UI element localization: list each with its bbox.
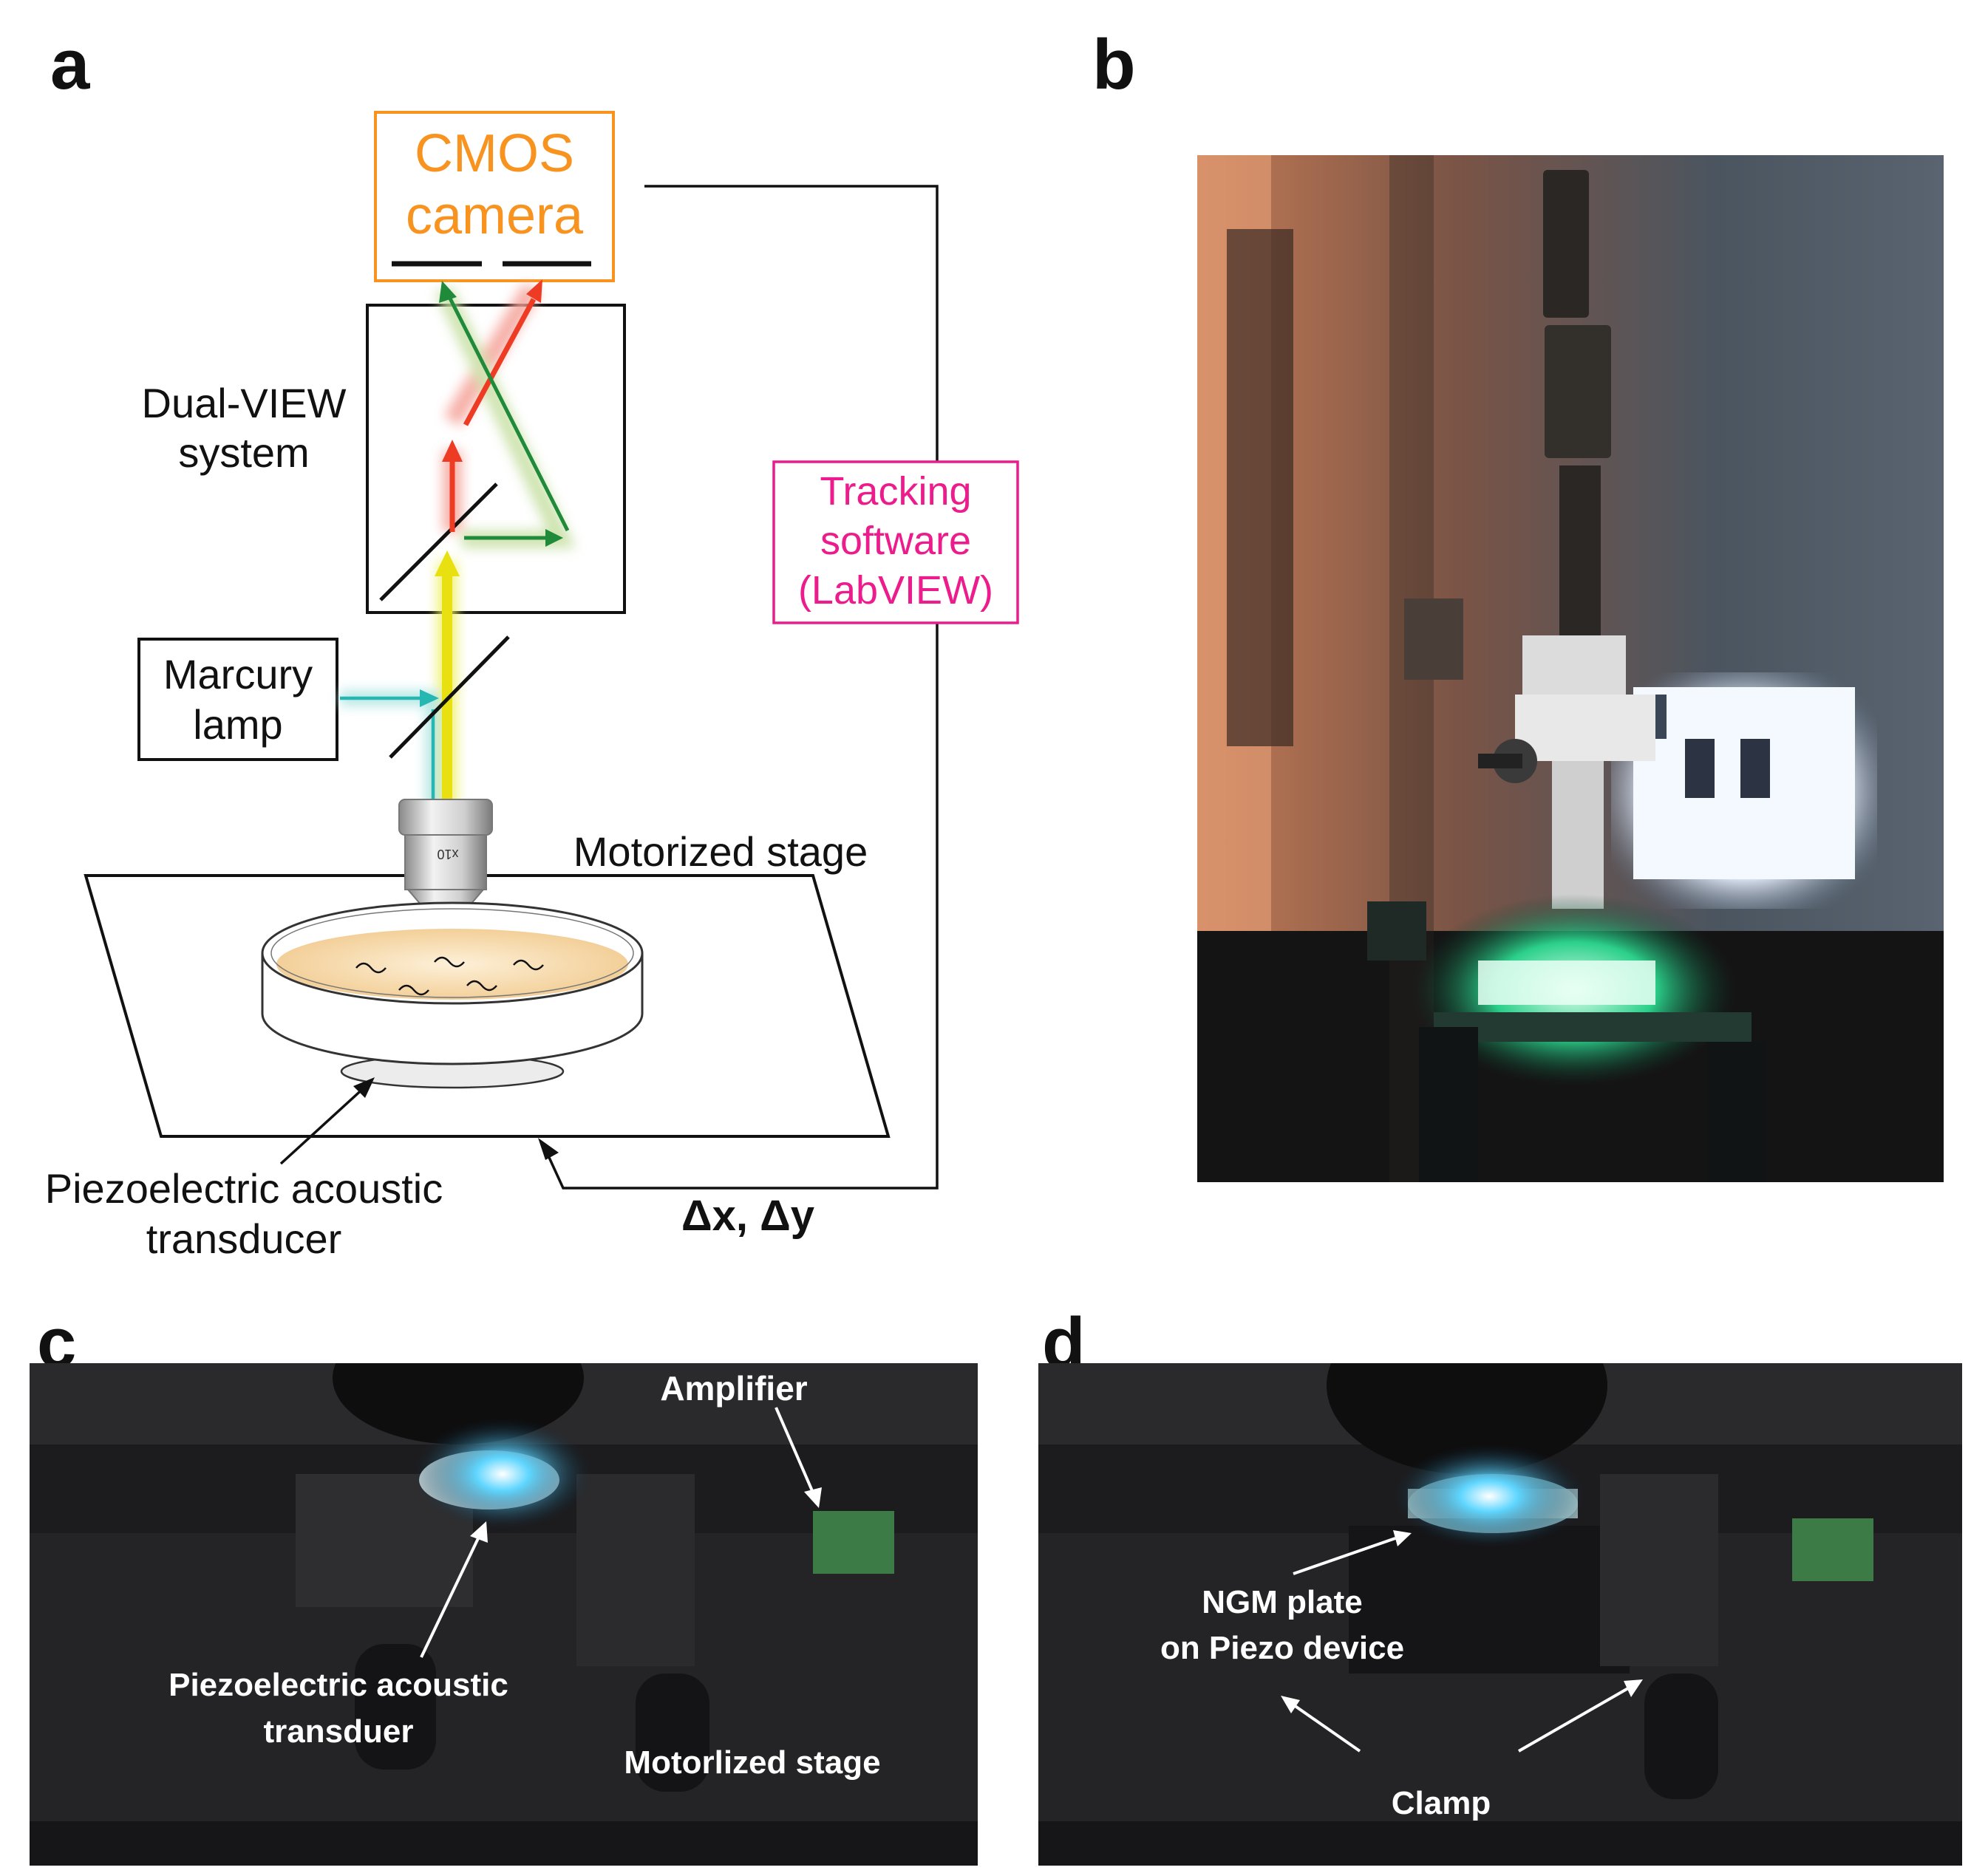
- delta-label: Δx, Δy: [681, 1192, 814, 1240]
- worms: [355, 956, 544, 996]
- amplifier-label: Amplifier: [660, 1369, 807, 1408]
- red-beam-diagonal: [463, 298, 537, 426]
- tracking-label-2: software: [820, 519, 971, 563]
- ngm-plate-label-1: NGM plate: [1202, 1584, 1363, 1620]
- transducer-pointer-head: [353, 1077, 375, 1098]
- setup-photo: [1197, 155, 1944, 1182]
- objective-lens: x10: [398, 799, 493, 923]
- green-beam-diagonal: [446, 293, 570, 532]
- transducer-photo-label-2: transduer: [264, 1713, 414, 1750]
- cmos-camera-label-2: camera: [406, 186, 584, 245]
- ngm-plate-label-2: on Piezo device: [1160, 1630, 1404, 1666]
- stage-label: Motorized stage: [573, 828, 868, 875]
- green-beam-head-2: [439, 281, 457, 303]
- tracking-label-1: Tracking: [820, 469, 971, 514]
- clamp-label: Clamp: [1392, 1785, 1491, 1821]
- transducer-label-2: transducer: [146, 1215, 342, 1262]
- petri-dish: [261, 901, 644, 1089]
- feedback-line: [545, 185, 939, 1190]
- panel-label-a: a: [50, 25, 90, 104]
- lamp-label-1: Marcury: [163, 651, 313, 697]
- dichroic-mirror-lower: [389, 635, 510, 759]
- green-beam-head-1: [545, 529, 563, 547]
- dichroic-mirror-upper: [379, 482, 498, 601]
- stage-photo-label: Motorlized stage: [624, 1744, 880, 1781]
- feedback-arrowhead: [538, 1138, 559, 1160]
- cmos-camera-box: [374, 111, 615, 282]
- dualview-label-1: Dual-VIEW: [142, 380, 347, 426]
- transducer-label-1: Piezoelectric acoustic: [45, 1165, 443, 1212]
- setup-schematic: CMOS camera Dual-VIEW system Tracking so…: [45, 111, 1019, 1262]
- tracking-label-3: (LabVIEW): [798, 568, 993, 613]
- red-beam-head-2: [526, 279, 542, 303]
- objective-magnification: x10: [437, 847, 458, 862]
- panel-label-b: b: [1092, 25, 1136, 104]
- lamp-box: [137, 638, 338, 761]
- lamp-label-2: lamp: [193, 701, 282, 748]
- red-beam-head-1: [442, 440, 463, 462]
- stage-photo-d: NGM plate on Piezo device Clamp: [1038, 1363, 1962, 1866]
- excitation-head-1: [420, 689, 439, 707]
- tracking-software-box: [772, 460, 1019, 624]
- transducer-pointer: [279, 1085, 367, 1165]
- cmos-camera-label-1: CMOS: [415, 124, 574, 183]
- stage-photo-c: Amplifier Piezoelectric acoustic transdu…: [30, 1363, 978, 1866]
- transducer-photo-label-1: Piezoelectric acoustic: [168, 1667, 508, 1703]
- dualview-box: [366, 304, 626, 614]
- dualview-label-2: system: [178, 429, 309, 476]
- emission-beam-head: [435, 550, 460, 576]
